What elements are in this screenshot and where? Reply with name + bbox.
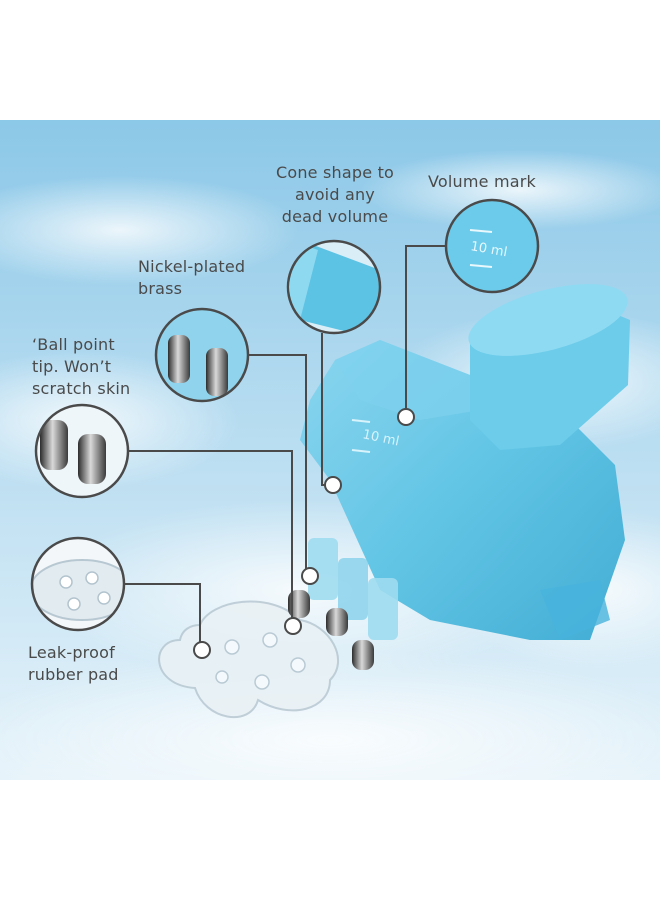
applicator-body: 10 ml: [300, 284, 630, 640]
callout-nickel-line-2: brass: [138, 279, 183, 298]
callout-leak-proof: Leak-proof rubber pad: [28, 642, 158, 686]
callout-cone-line-3: dead volume: [281, 207, 389, 226]
product-scene: 10 ml: [0, 120, 660, 780]
zoom-rubber-pad: [30, 536, 126, 632]
callout-ball-line-1: ‘Ball point: [32, 335, 115, 354]
callout-cone-line-1: Cone shape to: [275, 163, 395, 182]
zoom-cone-shape: [286, 239, 382, 335]
callout-leak-line-1: Leak-proof: [28, 643, 115, 662]
callout-ball-line-2: tip. Won’t: [32, 357, 112, 376]
callout-ball-point: ‘Ball point tip. Won’t scratch skin: [32, 334, 162, 400]
callout-volume-mark: Volume mark: [428, 171, 568, 193]
leader-lines: [124, 245, 446, 650]
callout-cone-line-2: avoid any: [295, 185, 375, 204]
product-illustration: 10 ml: [0, 120, 660, 780]
callout-nickel-line-1: Nickel-plated: [138, 257, 246, 276]
zoom-nickel-pins: [154, 307, 250, 403]
brass-pins: [288, 538, 398, 670]
zoom-volume-mark: 10 ml: [444, 198, 540, 294]
callout-leak-line-2: rubber pad: [28, 665, 119, 684]
zoom-ball-point: [34, 403, 130, 499]
zoom-volume-marking: 10 ml: [469, 239, 508, 260]
callout-ball-line-3: scratch skin: [32, 379, 131, 398]
leader-dots: [193, 408, 415, 659]
callout-cone-shape: Cone shape to avoid any dead volume: [250, 162, 420, 228]
callout-volume-line-1: Volume mark: [428, 172, 537, 191]
callout-nickel-plated: Nickel-plated brass: [138, 256, 278, 300]
